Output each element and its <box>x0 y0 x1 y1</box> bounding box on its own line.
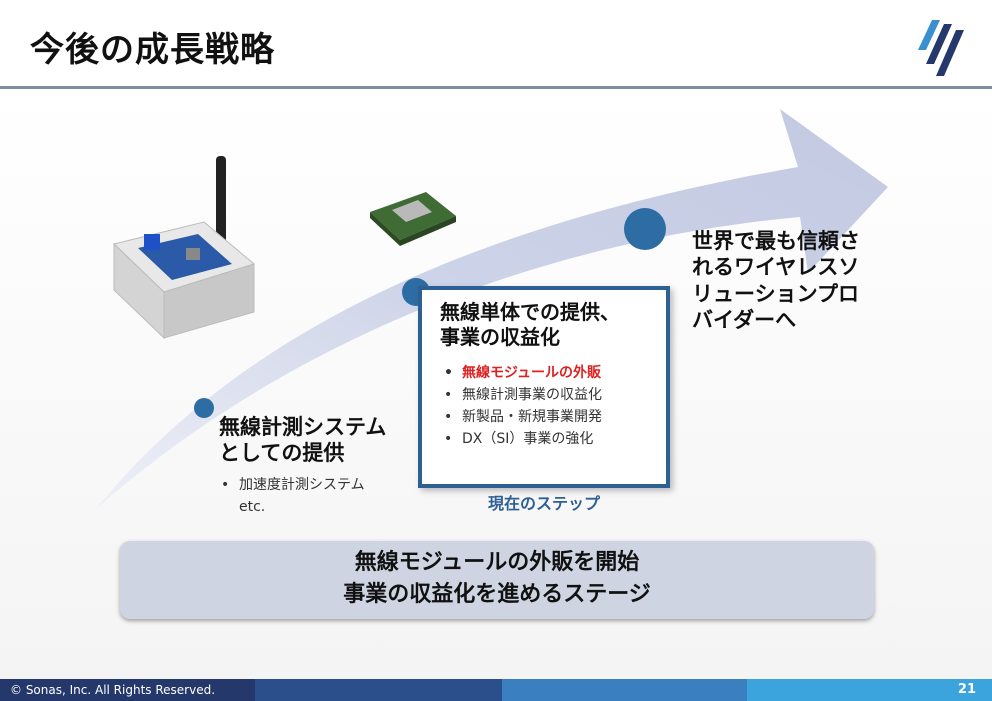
list-item-extra: etc. <box>239 499 266 515</box>
wireless-module-image <box>370 192 456 246</box>
sensor-device-image <box>112 156 256 340</box>
step-2-title: 無線単体での提供、 事業の収益化 <box>440 300 620 349</box>
copyright-text: © Sonas, Inc. All Rights Reserved. <box>10 683 216 697</box>
list-item: 新製品・新規事業開発 <box>442 406 602 428</box>
header-divider <box>0 86 992 89</box>
step-3-title: 世界で最も信頼さ れるワイヤレスソ リューションプロ バイダーへ <box>692 229 860 332</box>
slide-header: 今後の成長戦略 <box>0 0 992 86</box>
step-1-marker <box>194 398 214 418</box>
list-item: 加速度計測システム <box>219 474 365 496</box>
step-1-title: 無線計測システム としての提供 <box>219 415 387 466</box>
list-item-highlight: 無線モジュールの外販 <box>442 362 602 384</box>
page-title: 今後の成長戦略 <box>30 30 275 70</box>
summary-line-1: 無線モジュールの外販を開始 <box>354 550 640 575</box>
company-logo-icon <box>918 20 964 76</box>
list-item: 無線計測事業の収益化 <box>442 384 602 406</box>
footer-bar <box>0 679 992 701</box>
step-1-bullets: 加速度計測システム etc. <box>219 474 365 518</box>
page-number: 21 <box>957 682 976 697</box>
growth-arrow <box>96 109 888 509</box>
list-item: DX（SI）事業の強化 <box>442 428 602 450</box>
current-step-label: 現在のステップ <box>487 494 600 513</box>
step-3-marker <box>624 208 666 250</box>
summary-banner: 無線モジュールの外販を開始 事業の収益化を進めるステージ <box>120 541 874 619</box>
step-2-bullets: 無線モジュールの外販 無線計測事業の収益化 新製品・新規事業開発 DX（SI）事… <box>442 362 602 450</box>
summary-line-2: 事業の収益化を進めるステージ <box>343 582 651 607</box>
